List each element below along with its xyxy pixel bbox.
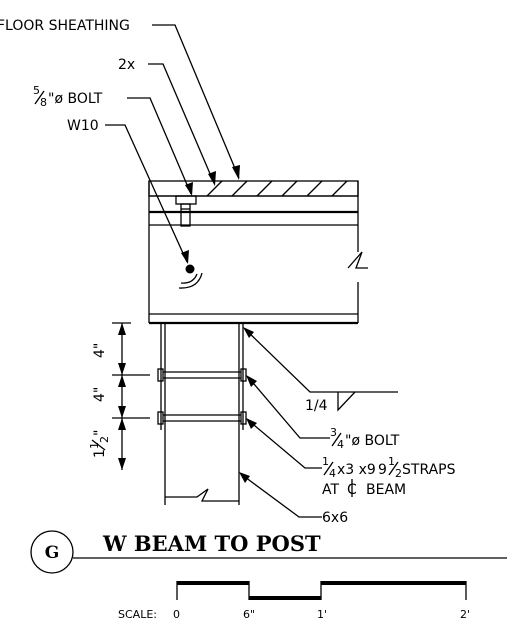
svg-text:8: 8 xyxy=(40,96,47,109)
floor-sheathing-layer xyxy=(148,180,359,197)
w10-section-mark xyxy=(178,264,203,289)
leader-w10 xyxy=(105,124,189,264)
label-w10: W10 xyxy=(67,118,99,134)
label-bolt-58: 5 8 "ø BOLT xyxy=(33,84,103,109)
label-weld: 1/4 xyxy=(305,398,328,414)
scale-label: SCALE: xyxy=(118,608,157,621)
graphic-scale: SCALE: 0 6" 1' 2' xyxy=(118,581,470,621)
svg-text:1: 1 xyxy=(92,449,108,458)
label-bolt-34: 3 4 "ø BOLT xyxy=(330,426,400,451)
through-bolts xyxy=(157,368,247,425)
scale-tick-0: 0 xyxy=(173,608,180,621)
svg-text:4: 4 xyxy=(329,467,336,480)
leader-post xyxy=(239,472,322,518)
bolt-58-symbol xyxy=(175,195,197,227)
svg-text:x3 x9: x3 x9 xyxy=(337,462,376,478)
svg-text:3: 3 xyxy=(330,426,337,439)
leader-straps xyxy=(246,418,322,469)
dim-4-mid: 4" xyxy=(92,387,108,402)
vertical-dimension: 4" 4" 1 1 2 " xyxy=(88,322,150,470)
svg-text:": " xyxy=(92,430,108,436)
svg-text:"ø BOLT: "ø BOLT xyxy=(345,433,400,449)
detail-title: W BEAM TO POST xyxy=(102,531,321,556)
label-floor-sheathing: FLOOR SHEATHING xyxy=(0,18,130,34)
svg-text:9: 9 xyxy=(378,462,387,478)
label-straps: 1 4 x3 x9 9 1 2 STRAPS xyxy=(322,455,456,480)
detail-marker: G xyxy=(30,530,74,574)
label-at-cl-beam: AT C BEAM xyxy=(322,479,406,498)
dim-1-half: 1 1 2 " xyxy=(88,430,111,458)
leader-2x xyxy=(148,63,216,186)
svg-text:"ø BOLT: "ø BOLT xyxy=(48,91,103,107)
svg-text:2: 2 xyxy=(98,436,111,443)
detail-marker-letter: G xyxy=(45,543,60,563)
svg-text:5: 5 xyxy=(33,84,40,97)
scale-tick-6in: 6" xyxy=(243,608,255,621)
w10-beam xyxy=(148,181,368,325)
centerline-icon: C xyxy=(347,479,357,498)
label-post: 6x6 xyxy=(322,510,348,526)
leader-floor-sheathing xyxy=(152,24,240,180)
label-2x: 2x xyxy=(118,57,135,73)
scale-tick-1ft: 1' xyxy=(317,608,327,621)
leader-bolt-34 xyxy=(246,375,330,439)
svg-text:BEAM: BEAM xyxy=(366,482,406,498)
svg-text:1: 1 xyxy=(322,455,329,468)
leader-bolt-58 xyxy=(127,97,193,196)
post-6x6 xyxy=(160,323,244,505)
svg-text:STRAPS: STRAPS xyxy=(402,462,456,478)
svg-text:1: 1 xyxy=(88,442,101,449)
svg-text:4: 4 xyxy=(337,438,344,451)
scale-tick-2ft: 2' xyxy=(460,608,470,621)
svg-text:AT: AT xyxy=(322,482,339,498)
svg-text:2: 2 xyxy=(395,467,402,480)
dim-4-top: 4" xyxy=(92,343,108,358)
svg-text:1: 1 xyxy=(388,455,395,468)
leader-weld xyxy=(243,327,398,412)
